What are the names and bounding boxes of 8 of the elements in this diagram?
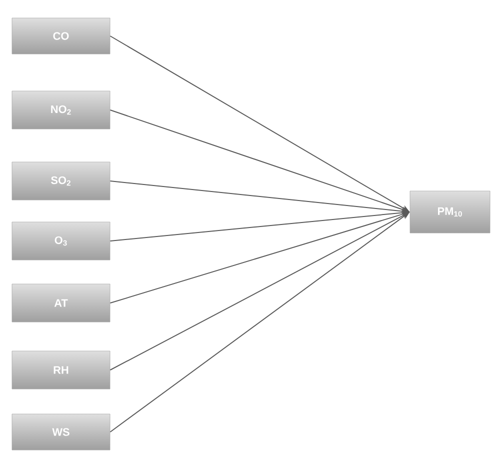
variable-box: CO <box>12 18 110 54</box>
variable-box: NO$_{2}$ <box>12 90 110 130</box>
variable-box: PM$_{10}$ <box>410 190 490 234</box>
variable-box: AT <box>12 284 110 322</box>
variable-box: RH <box>12 350 110 390</box>
variable-box: WS <box>12 414 110 450</box>
variable-box: SO$_{2}$ <box>12 162 110 200</box>
variable-box: O$_{3}$ <box>12 222 110 260</box>
